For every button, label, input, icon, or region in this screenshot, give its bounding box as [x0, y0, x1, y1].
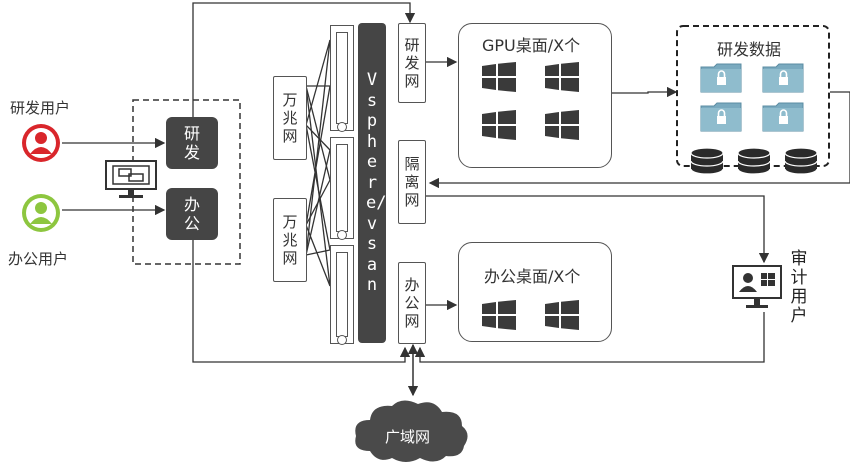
vsphere-label: Vsphere/vsan: [366, 70, 387, 296]
isolation-network: 隔离网: [398, 140, 426, 224]
rd-network: 研发网: [398, 23, 426, 103]
gpu-desktop-title: GPU桌面/X个: [482, 36, 581, 55]
locked-folder-icon-3: [700, 102, 742, 132]
office-access-button[interactable]: 办公: [166, 188, 218, 240]
audit-terminal-icon: [732, 265, 782, 308]
rd-network-label: 研发网: [404, 36, 420, 90]
office-user-icon: [22, 194, 60, 232]
database-icon-1: [690, 147, 724, 175]
office-network-label: 办公网: [404, 276, 420, 330]
locked-folder-icon-4: [762, 102, 804, 132]
rd-access-label: 研发: [183, 124, 200, 162]
windows-desktop-icon-3: [482, 110, 516, 140]
database-icon-3: [784, 147, 818, 175]
server-3: [330, 245, 354, 345]
isolation-network-label: 隔离网: [404, 155, 420, 209]
office-desktop-title: 办公桌面/X个: [484, 267, 581, 286]
audit-user-label: 审计用户: [790, 249, 808, 326]
switch-bottom: 万兆网: [273, 198, 307, 282]
locked-folder-icon-1: [700, 63, 742, 93]
rd-user-label: 研发用户: [10, 99, 71, 117]
rd-user-icon: [22, 124, 60, 162]
switch-bottom-label: 万兆网: [282, 213, 298, 267]
vsphere-vsan-cluster: Vsphere/vsan: [358, 23, 386, 343]
windows-desktop-icon-1: [482, 62, 516, 92]
server-1: [330, 25, 354, 132]
windows-office-desktop-icon-2: [545, 300, 579, 330]
wan-cloud-icon: [355, 400, 468, 462]
locked-folder-icon-2: [762, 63, 804, 93]
office-user-label: 办公用户: [8, 250, 69, 268]
database-icon-2: [737, 147, 771, 175]
windows-desktop-icon-2: [545, 62, 579, 92]
office-access-label: 办公: [183, 195, 200, 233]
server-2: [330, 137, 354, 240]
rd-data-title: 研发数据: [717, 40, 782, 59]
office-network: 办公网: [398, 262, 426, 344]
rd-access-button[interactable]: 研发: [166, 117, 218, 169]
windows-desktop-icon-4: [545, 110, 579, 140]
gpu-desktop-panel: [458, 23, 612, 168]
terminal-icon: [105, 160, 157, 198]
switch-top-label: 万兆网: [282, 91, 298, 145]
windows-office-desktop-icon-1: [482, 300, 516, 330]
switch-top: 万兆网: [273, 76, 307, 160]
wan-label: 广域网: [385, 428, 431, 446]
